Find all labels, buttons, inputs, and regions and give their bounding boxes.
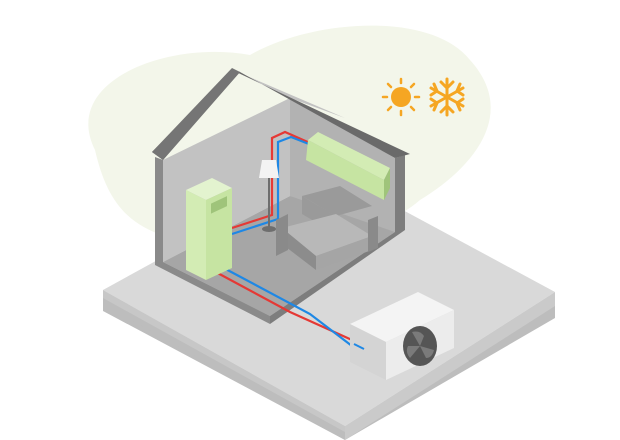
fan-icon xyxy=(403,326,437,366)
house xyxy=(152,68,410,324)
roof-right xyxy=(232,70,410,158)
roof-top xyxy=(152,68,240,160)
hot-pipe xyxy=(231,130,311,230)
cold-pipe-floor xyxy=(219,265,353,347)
floor-lamp-icon xyxy=(259,160,279,232)
indoor-floor-unit xyxy=(186,178,232,280)
interior-gable xyxy=(233,70,345,118)
outer-right-wall xyxy=(270,155,405,324)
refrigerant-pipes xyxy=(211,130,353,347)
snowflake-icon xyxy=(429,77,465,117)
outer-left-wall xyxy=(155,157,270,324)
sun-icon xyxy=(381,77,421,117)
cold-pipe xyxy=(231,135,315,236)
outdoor-heat-pump-unit xyxy=(350,292,454,380)
sofa-icon xyxy=(276,186,378,270)
indoor-wall-unit xyxy=(306,132,390,200)
